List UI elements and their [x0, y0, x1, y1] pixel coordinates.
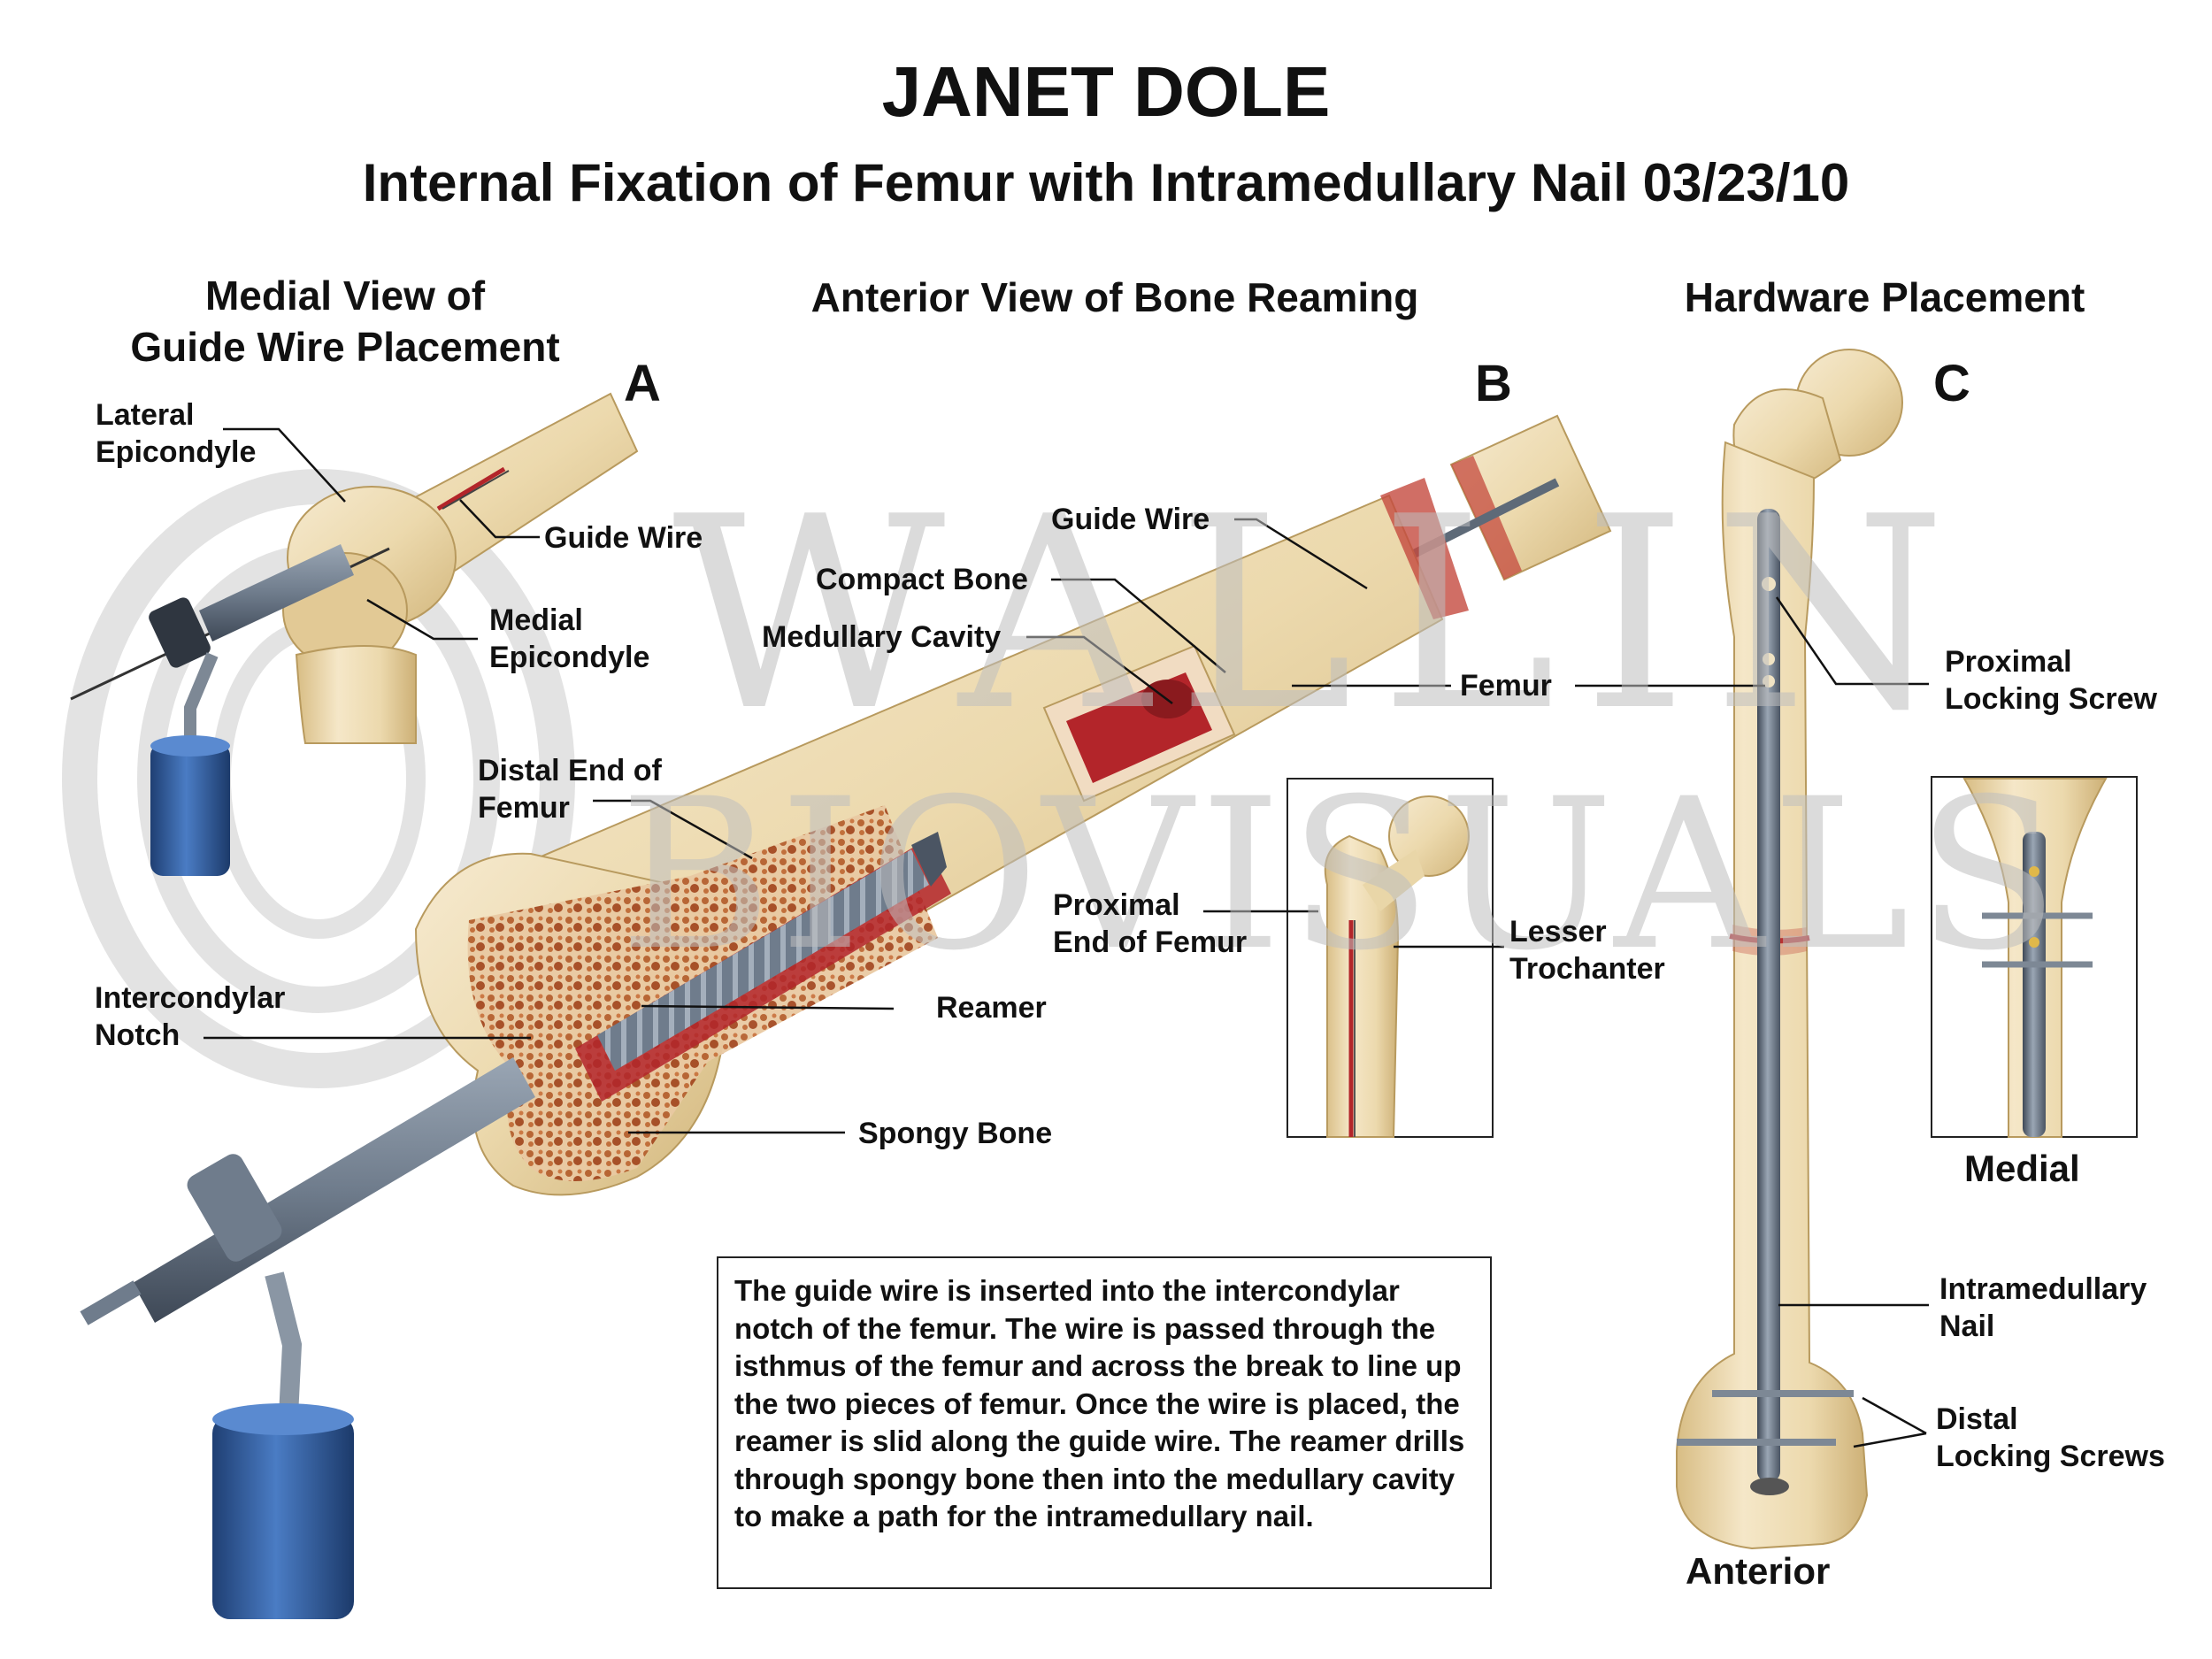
- label-text: Medial: [489, 603, 583, 637]
- label-text: Distal: [1936, 1402, 2018, 1436]
- label-text: Lesser: [1509, 915, 1607, 949]
- panel-b-letter: B: [1475, 355, 1512, 412]
- label-intercondylar-notch: Intercondylar Notch: [95, 979, 285, 1054]
- patient-name: JANET DOLE: [881, 52, 1331, 131]
- label-text: Intramedullary: [1939, 1272, 2147, 1306]
- watermark-text-line2: BIOVISUALS: [619, 755, 2067, 996]
- label-text: End of Femur: [1053, 926, 1248, 959]
- label-lateral-epicondyle: Lateral Epicondyle: [96, 396, 256, 471]
- label-spongy-bone: Spongy Bone: [858, 1117, 1053, 1150]
- leader-lines: [204, 427, 1929, 1448]
- label-medial-epicondyle: Medial Epicondyle: [489, 602, 649, 676]
- label-text: Locking Screw: [1945, 682, 2157, 716]
- label-text: Distal End of: [478, 754, 662, 787]
- panel-c-letter: C: [1933, 355, 1970, 412]
- watermark-text-line1: WALLIN: [672, 460, 1973, 769]
- label-anterior: Anterior: [1686, 1550, 1831, 1592]
- label-text: Proximal: [1053, 888, 1180, 922]
- label-text: Epicondyle: [489, 641, 650, 674]
- label-text: Femur: [478, 791, 570, 825]
- inset-medial-view: [1931, 776, 2138, 1138]
- label-distal-locking-screws: Distal Locking Screws: [1936, 1401, 2165, 1475]
- panel-b-illustration: [80, 414, 1612, 1619]
- intramedullary-nail: [1757, 509, 1780, 1482]
- label-compact-bone: Compact Bone: [816, 563, 1028, 596]
- label-distal-end-of-femur: Distal End of Femur: [478, 752, 662, 826]
- label-guide-wire-a: Guide Wire: [544, 521, 703, 555]
- label-text: Nail: [1939, 1310, 1995, 1343]
- drill-handle-b: [212, 1416, 354, 1619]
- inset-proximal-femur: [1286, 778, 1494, 1138]
- label-text: Locking Screws: [1936, 1440, 2165, 1473]
- label-text: Trochanter: [1509, 952, 1665, 986]
- panel-a-illustration: [70, 392, 639, 876]
- label-text: Intercondylar: [95, 981, 286, 1015]
- label-text: Lateral: [96, 398, 195, 432]
- panel-c-illustration: [1676, 349, 1903, 1550]
- label-guide-wire-b: Guide Wire: [1051, 503, 1210, 536]
- label-text: Epicondyle: [96, 435, 257, 469]
- panel-b-title: Anterior View of Bone Reaming: [810, 274, 1419, 320]
- label-medullary-cavity: Medullary Cavity: [762, 620, 1002, 654]
- panel-a-title-line1: Medial View of: [204, 273, 486, 319]
- panel-a-letter: A: [624, 355, 661, 412]
- panel-c-title: Hardware Placement: [1684, 274, 2085, 320]
- label-intramedullary-nail: Intramedullary Nail: [1939, 1271, 2147, 1345]
- label-medial: Medial: [1964, 1148, 2080, 1189]
- reamer: [597, 849, 929, 1071]
- label-femur-b: Femur: [1460, 669, 1552, 703]
- label-lesser-trochanter: Lesser Trochanter: [1509, 913, 1665, 987]
- label-proximal-locking-screw: Proximal Locking Screw: [1945, 643, 2157, 718]
- tibia-a: [295, 645, 418, 744]
- panel-a-title: Medial View of Guide Wire Placement: [97, 270, 593, 373]
- label-text: Notch: [95, 1018, 180, 1052]
- label-proximal-end-of-femur: Proximal End of Femur: [1053, 887, 1247, 961]
- panel-a-title-line2: Guide Wire Placement: [130, 324, 560, 370]
- description-box: The guide wire is inserted into the inte…: [717, 1256, 1492, 1589]
- procedure-title: Internal Fixation of Femur with Intramed…: [362, 153, 1850, 212]
- drill-handle-a: [150, 743, 230, 876]
- label-reamer: Reamer: [936, 991, 1047, 1025]
- label-text: Proximal: [1945, 645, 2072, 679]
